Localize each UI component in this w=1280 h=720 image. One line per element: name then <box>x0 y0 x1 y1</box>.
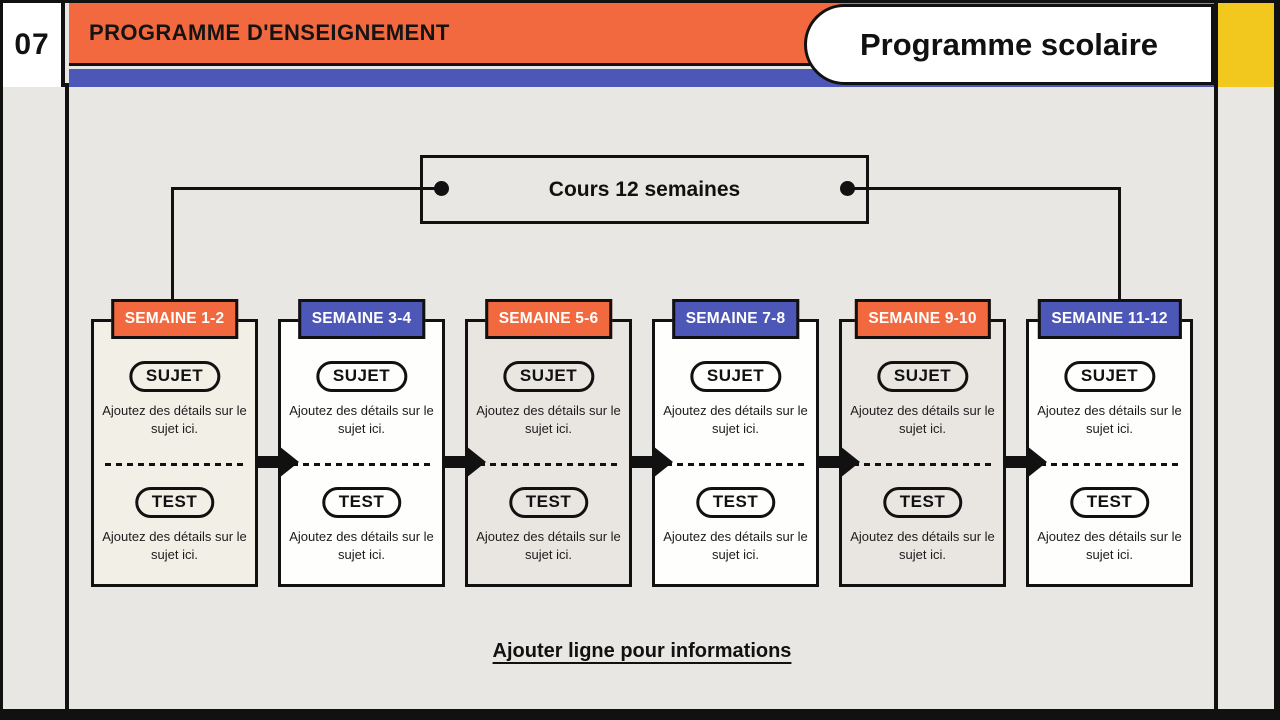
flow-arrow-icon <box>256 446 299 478</box>
test-detail-text: Ajoutez des détails sur le sujet ici. <box>1037 529 1182 562</box>
dashed-divider <box>292 463 431 466</box>
week-card-header: SEMAINE 9-10 <box>854 299 991 339</box>
week-card-9-10: SEMAINE 9-10 SUJET Ajoutez des détails s… <box>839 299 1006 587</box>
test-detail-text: Ajoutez des détails sur le sujet ici. <box>476 529 621 562</box>
subject-detail-text: Ajoutez des détails sur le sujet ici. <box>476 403 621 436</box>
subject-pill: SUJET <box>689 361 782 392</box>
subject-pill: SUJET <box>1063 361 1156 392</box>
connector-dot-left <box>434 181 449 196</box>
week-card-header: SEMAINE 11-12 <box>1037 299 1182 339</box>
subject-detail-text: Ajoutez des détails sur le sujet ici. <box>289 403 434 436</box>
kicker-text: PROGRAMME D'ENSEIGNEMENT <box>89 20 450 45</box>
subject-pill: SUJET <box>502 361 595 392</box>
test-detail-text: Ajoutez des détails sur le sujet ici. <box>663 529 808 562</box>
title-pill: Programme scolaire <box>804 4 1214 85</box>
connector-line-left-horizontal <box>171 187 443 190</box>
test-pill: TEST <box>508 487 589 518</box>
flow-arrow-icon <box>1004 446 1047 478</box>
dashed-divider <box>1040 463 1179 466</box>
timeline-title: Cours 12 semaines <box>548 177 741 201</box>
connector-line-right-horizontal <box>845 187 1121 190</box>
test-pill: TEST <box>882 487 963 518</box>
dashed-divider <box>105 463 244 466</box>
week-card-11-12: SEMAINE 11-12 SUJET Ajoutez des détails … <box>1026 299 1193 587</box>
flow-arrow-icon <box>443 446 486 478</box>
left-rail-line <box>65 87 69 717</box>
dashed-divider <box>666 463 805 466</box>
subject-detail-text: Ajoutez des détails sur le sujet ici. <box>850 403 995 436</box>
subject-pill: SUJET <box>315 361 408 392</box>
subject-detail-text: Ajoutez des détails sur le sujet ici. <box>663 403 808 436</box>
footer-note: Ajouter ligne pour informations <box>68 640 1216 663</box>
connector-line-left-vertical <box>171 187 174 301</box>
subject-pill: SUJET <box>876 361 969 392</box>
page-number-box: 07 <box>3 3 65 87</box>
week-card-header: SEMAINE 5-6 <box>484 299 613 339</box>
test-detail-text: Ajoutez des détails sur le sujet ici. <box>102 529 247 562</box>
test-pill: TEST <box>695 487 776 518</box>
test-detail-text: Ajoutez des détails sur le sujet ici. <box>850 529 995 562</box>
yellow-accent-block <box>1214 3 1274 87</box>
week-card-header: SEMAINE 1-2 <box>110 299 239 339</box>
dashed-divider <box>479 463 618 466</box>
timeline-title-box: Cours 12 semaines <box>420 155 869 224</box>
right-rail-line <box>1214 87 1218 717</box>
week-card-header: SEMAINE 7-8 <box>671 299 800 339</box>
bottom-bar <box>3 709 1274 717</box>
subject-detail-text: Ajoutez des détails sur le sujet ici. <box>1037 403 1182 436</box>
week-card-1-2: SEMAINE 1-2 SUJET Ajoutez des détails su… <box>91 299 258 587</box>
subject-detail-text: Ajoutez des détails sur le sujet ici. <box>102 403 247 436</box>
test-pill: TEST <box>1069 487 1150 518</box>
dashed-divider <box>853 463 992 466</box>
subject-pill: SUJET <box>128 361 221 392</box>
test-pill: TEST <box>134 487 215 518</box>
week-card-3-4: SEMAINE 3-4 SUJET Ajoutez des détails su… <box>278 299 445 587</box>
week-card-header: SEMAINE 3-4 <box>297 299 426 339</box>
flow-arrow-icon <box>817 446 860 478</box>
slide-title: Programme scolaire <box>859 26 1159 62</box>
connector-dot-right <box>840 181 855 196</box>
week-card-7-8: SEMAINE 7-8 SUJET Ajoutez des détails su… <box>652 299 819 587</box>
test-detail-text: Ajoutez des détails sur le sujet ici. <box>289 529 434 562</box>
page-number: 07 <box>14 28 50 61</box>
week-card-5-6: SEMAINE 5-6 SUJET Ajoutez des détails su… <box>465 299 632 587</box>
footer-link[interactable]: Ajouter ligne pour informations <box>492 640 792 662</box>
test-pill: TEST <box>321 487 402 518</box>
flow-arrow-icon <box>630 446 673 478</box>
connector-line-right-vertical <box>1118 187 1121 301</box>
